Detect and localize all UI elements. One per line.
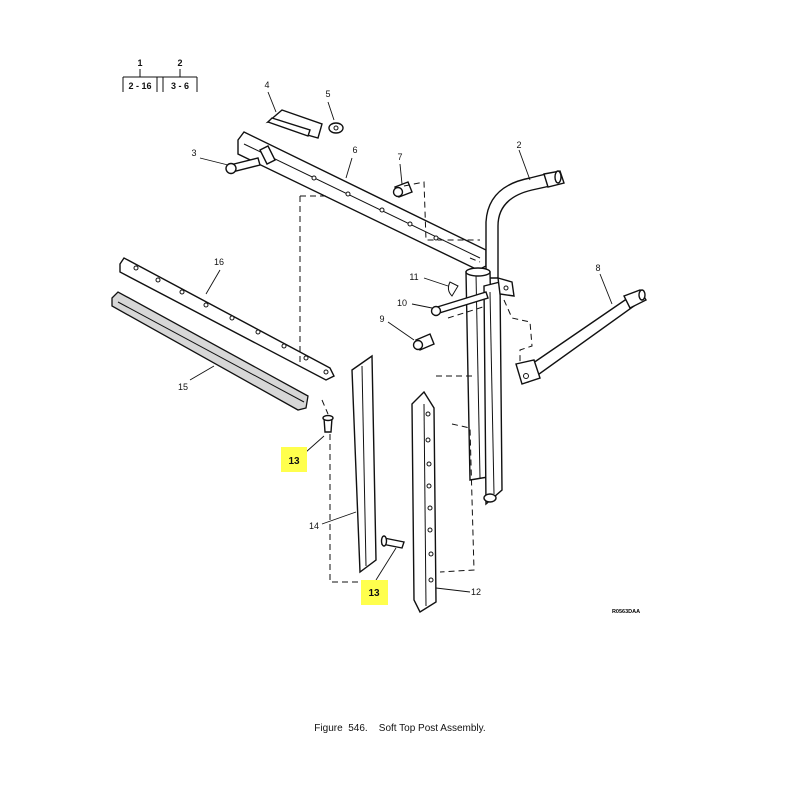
callout-6: 6 [352,145,357,155]
ref-col-1-number: 1 [137,58,142,68]
part-13-screw-lower [380,535,405,549]
part-12-retainer [411,390,437,614]
callout-15: 15 [178,382,188,392]
callout-11: 11 [409,272,418,282]
part-14-strip [351,354,377,574]
part-13-screw-left [322,414,334,433]
callout-13-left: 13 [288,456,300,467]
part-5-nut [328,122,344,134]
part-9-screw [412,333,435,351]
part-16-strip [119,257,335,381]
leaders [189,91,613,593]
highlight-box-13-left [281,447,307,472]
part-15-strip [111,291,309,411]
ref-col-2-number: 2 [177,58,182,68]
part-3-screw [225,157,261,175]
reference-table: 1 2 2 - 16 3 - 6 [122,58,198,92]
callouts: 4 5 3 6 7 2 8 11 10 9 16 15 14 12 [178,80,601,597]
callout-16: 16 [214,257,224,267]
part-11-pin [447,281,459,297]
highlighted-callouts: 13 13 [281,447,388,605]
part-7-screw [392,181,413,198]
callout-13-lower: 13 [368,588,380,599]
callout-2: 2 [516,140,521,150]
callout-5: 5 [325,89,330,99]
part-2-upper-post [485,170,565,279]
part-4-bracket [265,109,323,139]
callout-7: 7 [397,152,402,162]
drawing-id: R0563DAA [612,609,640,615]
callout-12: 12 [471,587,481,597]
callout-4: 4 [264,80,269,90]
callout-10: 10 [397,298,407,308]
post-channel [465,267,503,506]
callout-8: 8 [595,263,600,273]
part-8-bow-rod [515,289,647,385]
figure-caption: Figure 546. Soft Top Post Assembly. [314,723,486,734]
ref-col-1-range: 2 - 16 [128,81,151,91]
callout-9: 9 [379,314,384,324]
part-6-top-rail [237,131,487,271]
part-10-pin [430,291,489,317]
post-bracket [497,277,515,297]
callout-14: 14 [309,521,319,531]
ref-col-2-range: 3 - 6 [171,81,189,91]
highlight-box-13-lower [361,580,388,605]
callout-3: 3 [191,148,196,158]
